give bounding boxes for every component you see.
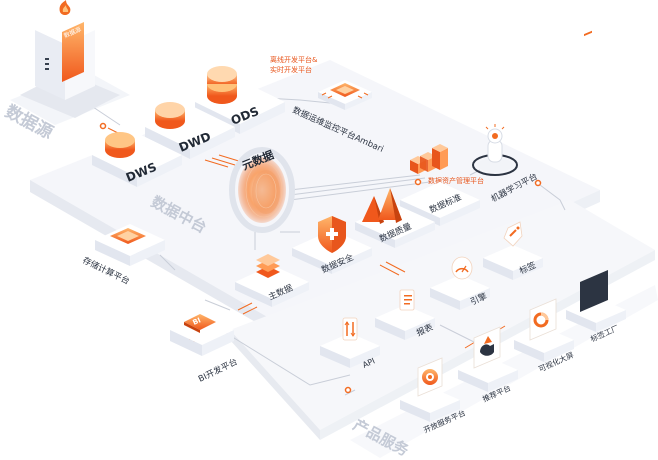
- document-icon: [399, 289, 415, 311]
- open-service-card-icon: [417, 357, 443, 397]
- quality-block: [355, 188, 435, 248]
- recommend-card-icon: [473, 326, 501, 369]
- layer-block-ods: ODS: [195, 66, 285, 134]
- gauge-icon: [451, 256, 473, 280]
- master-data-block: [235, 254, 309, 307]
- report-block: [375, 289, 435, 340]
- storage-chip: [95, 224, 165, 266]
- security-block: [292, 216, 372, 274]
- factory-card-icon: [580, 30, 608, 312]
- api-block: [320, 317, 380, 368]
- layers-stack-icon: [256, 254, 280, 278]
- asset-mgmt-label: 数据资产管理平台: [428, 176, 484, 185]
- metadata-portal: [229, 147, 295, 233]
- visual-screen-block: [514, 298, 574, 362]
- bi-chip-label: BI: [192, 316, 203, 327]
- ambari-chip: [318, 80, 372, 110]
- bi-dev-label: BI开发平台: [196, 356, 239, 384]
- pyramid-icon: [362, 188, 402, 224]
- disk-stack-icon: [105, 132, 135, 158]
- bar-chart-icon: [410, 144, 448, 174]
- standard-block: [400, 182, 480, 226]
- label-block: [483, 221, 543, 280]
- engine-block: [430, 256, 490, 310]
- disk-stack-icon: [207, 66, 237, 104]
- open-service-block: [400, 357, 460, 422]
- dashboard-card-icon: [529, 298, 557, 341]
- label-factory-block: [566, 30, 626, 332]
- bi-chip: BI: [170, 314, 234, 356]
- recommend-block: [458, 326, 518, 392]
- offline-platform-label-line2: 实时开发平台: [270, 65, 312, 74]
- offline-platform-label-line1: 离线开发平台&: [270, 55, 318, 64]
- api-arrows-icon: [342, 317, 358, 341]
- disk-stack-icon: [155, 102, 185, 129]
- flow-arrows: [107, 127, 506, 349]
- fire-icon: [59, 0, 71, 15]
- server-tower: 数据源: [20, 0, 120, 118]
- shield-icon: [318, 216, 346, 253]
- layer-block-dwd: DWD: [145, 102, 235, 159]
- robot-icon: [472, 124, 518, 176]
- tag-icon: [503, 221, 523, 247]
- layer-block-dws: DWS: [92, 132, 182, 187]
